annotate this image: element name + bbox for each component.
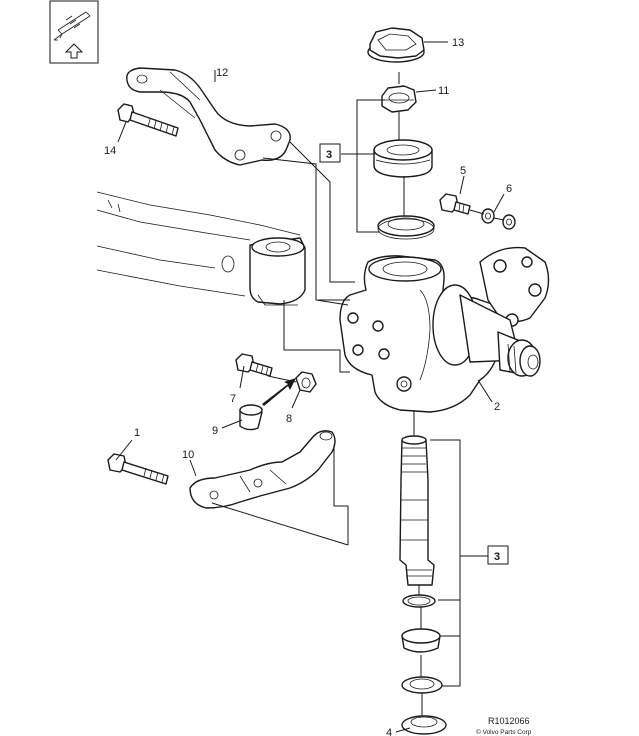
callout-3-upper: 3 [326,149,332,161]
bolt-7 [235,353,273,377]
bolt-1 [107,453,169,485]
callout-9: 9 [212,425,218,437]
callout-1: 1 [134,427,140,439]
nut-11 [381,85,417,113]
cap-13 [367,27,425,63]
lower-seal [401,676,443,694]
bushing-9 [239,404,263,431]
callout-3-lower-box: 3 [487,545,509,565]
callout-5: 5 [460,165,466,177]
assembly-lines [211,72,505,716]
washers-6 [481,208,516,230]
lower-ring [402,594,436,608]
callout-4: 4 [386,727,392,736]
steering-knuckle [339,246,550,413]
bracket-3-lower [430,439,488,687]
bolt-5 [439,193,471,215]
lower-cap-4 [401,715,447,735]
nut-8 [295,371,317,393]
lower-bearing [401,628,441,653]
upper-control-arm [126,67,291,166]
assembly-arrow-icon [262,378,296,406]
callout-leaders [115,41,505,733]
callout-13: 13 [452,37,464,49]
callout-12: 12 [216,67,228,79]
callout-7: 7 [230,393,236,405]
callout-3-lower: 3 [494,551,500,563]
callout-2: 2 [494,401,500,413]
steering-arm [189,430,336,509]
reference-code: R1012066 [488,716,530,726]
front-axle-beam [96,191,306,306]
callout-8: 8 [286,413,292,425]
callout-10: 10 [182,449,194,461]
kingpin [399,435,435,586]
callout-11: 11 [438,85,449,97]
copyright-text: © Volvo Parts Corp [476,728,532,736]
upper-seal [377,215,435,240]
direction-arrow-icon [49,0,99,64]
callout-3-upper-box: 3 [319,143,341,163]
bracket-3-upper [341,99,385,233]
callout-14: 14 [104,145,116,157]
callout-6: 6 [506,183,512,195]
upper-bearing [373,139,433,178]
bolt-14 [117,103,179,137]
